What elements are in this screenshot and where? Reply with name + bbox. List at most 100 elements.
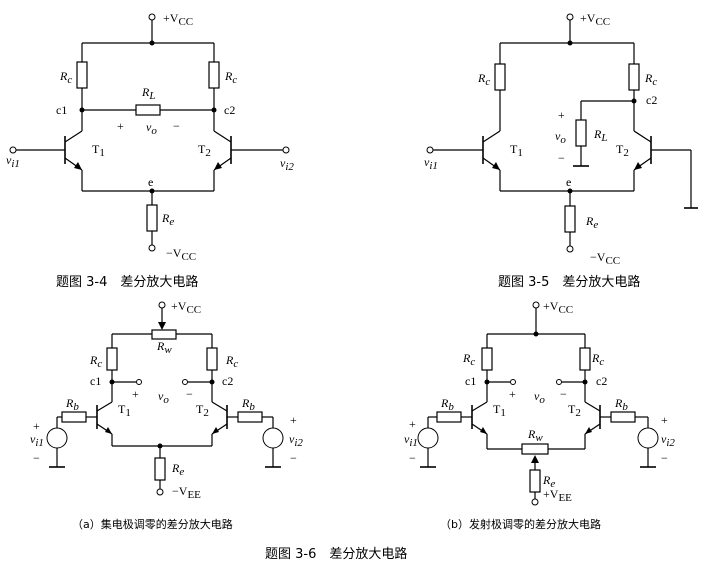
fig35-transistor-t1	[426, 130, 501, 191]
fig34-transistor-t2	[213, 130, 290, 191]
fig36b-transistor-t2	[584, 401, 601, 449]
fig36b-source-vi2	[637, 427, 659, 449]
fig35-transistor-t2	[633, 130, 698, 209]
fig34-c2-label: c2	[224, 103, 235, 117]
fig36a-source-vi2	[262, 427, 284, 449]
fig34-t1-label: T1	[92, 142, 105, 159]
fig36b-rw-label: Rw	[527, 427, 543, 444]
fig35-rc-right-label: Rc	[644, 71, 657, 88]
fig36b-vi2-minus: −	[661, 451, 668, 465]
fig36a-rb-right	[237, 411, 263, 423]
fig34-rc-left	[76, 61, 88, 89]
fig35-rl	[575, 119, 587, 147]
fig36b-vee-label: +VEE	[543, 487, 572, 504]
fig36b-re	[529, 469, 541, 493]
fig36a-vo-plus: +	[132, 387, 139, 401]
fig34-vcc-minus-label: −VCC	[166, 246, 196, 263]
fig36b-rb-right	[610, 411, 636, 423]
fig36a-t2-label: T2	[196, 402, 209, 419]
fig36b-rc-right-label: Rc	[591, 351, 604, 368]
fig35-vo-label: vo	[555, 129, 566, 146]
fig35-rc-left-label: Rc	[477, 71, 490, 88]
fig36b-t2-label: T2	[568, 402, 581, 419]
fig34-vo-label: vo	[146, 120, 157, 137]
fig36a-vi1-label: vi1	[30, 432, 44, 449]
fig36b-vi1-label: vi1	[404, 432, 418, 449]
fig36b-rc-right	[579, 347, 591, 371]
fig36b-vo-plus: +	[509, 387, 516, 401]
fig34-rl	[135, 104, 161, 116]
fig36b-t1-label: T1	[493, 402, 506, 419]
fig35-vi1-label: vi1	[424, 155, 438, 172]
fig36-caption: 题图 3-6 差分放大电路	[265, 546, 407, 562]
fig36a-transistor-t1	[96, 401, 113, 446]
fig36a-rb-right-label: Rb	[241, 396, 255, 413]
fig36b-c1-label: c1	[465, 374, 476, 388]
fig35-rl-label: RL	[593, 127, 607, 144]
fig-3-5-circuit: +VCC Rc Rc c2 RL + vo −	[424, 11, 698, 290]
fig36b-source-vi1	[417, 427, 439, 449]
fig36b-vi1-plus: +	[409, 417, 416, 431]
fig36b-vo-label: vo	[534, 389, 545, 406]
fig36a-vi1-plus: +	[33, 419, 40, 433]
fig36b-rb-right-label: Rb	[614, 396, 628, 413]
fig36a-vi2-plus: +	[290, 413, 297, 427]
fig36b-vo-minus: −	[560, 387, 567, 401]
fig35-vo-plus: +	[558, 108, 565, 122]
fig34-re-label: Re	[161, 211, 174, 228]
fig36a-re-label: Re	[171, 461, 184, 478]
fig35-re-label: Re	[585, 214, 598, 231]
fig34-vo-plus: +	[117, 119, 124, 133]
fig36b-vcc-label: +VCC	[543, 299, 573, 316]
fig34-c1-label: c1	[56, 103, 67, 117]
fig34-vo-minus: −	[173, 119, 180, 133]
fig34-vi1-label: vi1	[6, 153, 20, 170]
fig36a-rb-left-label: Rb	[65, 396, 79, 413]
fig35-vo-minus: −	[558, 151, 565, 165]
fig34-transistor-t1	[9, 130, 83, 191]
fig36b-c2-label: c2	[596, 374, 607, 388]
fig36a-vee-label: −VEE	[172, 484, 201, 501]
fig36a-vcc-label: +VCC	[171, 299, 201, 316]
fig35-rc-right	[628, 63, 640, 91]
fig34-t2-label: T2	[198, 142, 211, 159]
fig36b-rw	[521, 443, 549, 455]
fig36b-vi1-minus: −	[409, 451, 416, 465]
fig36a-rw	[151, 329, 177, 340]
fig36b-vi2-plus: +	[661, 413, 668, 427]
fig36a-caption: （a）集电极调零的差分放大电路	[72, 517, 233, 531]
fig36a-rc-right	[206, 347, 218, 371]
fig36a-vi2-label: vi2	[289, 432, 303, 449]
fig36b-caption: （b）发射极调零的差分放大电路	[440, 517, 601, 531]
fig34-e-label: e	[148, 175, 153, 189]
fig34-rc-right	[208, 61, 220, 89]
fig36a-re	[154, 457, 166, 481]
fig36a-rc-left-label: Rc	[89, 353, 102, 370]
fig36a-c2-label: c2	[222, 374, 233, 388]
fig-3-6b-circuit: +VCC Rc Rc c1 c2 + vo − T1	[404, 299, 675, 531]
fig36a-c1-label: c1	[90, 374, 101, 388]
fig36b-re-label: Re	[542, 473, 555, 490]
fig36b-rb-left-label: Rb	[440, 396, 454, 413]
fig36a-vo-minus: −	[186, 387, 193, 401]
fig35-caption: 题图 3-5 差分放大电路	[498, 274, 640, 290]
fig36a-t1-label: T1	[118, 402, 131, 419]
fig34-caption: 题图 3-4 差分放大电路	[56, 274, 198, 290]
fig35-e-label: e	[566, 175, 571, 189]
fig35-c2-label: c2	[646, 93, 657, 107]
fig36a-vo-label: vo	[158, 389, 169, 406]
fig36a-source-vi1	[46, 427, 68, 449]
fig34-rl-label: RL	[141, 85, 155, 102]
fig34-re	[146, 204, 158, 232]
fig35-re	[564, 205, 576, 233]
fig34-rc-right-label: Rc	[224, 69, 237, 86]
fig36a-vi2-minus: −	[290, 451, 297, 465]
fig36b-rc-left	[481, 347, 493, 371]
fig36b-vi2-label: vi2	[661, 432, 675, 449]
fig35-vcc-minus-label: −VCC	[590, 250, 620, 267]
fig-3-6a-circuit: +VCC Rw Rc Rc c1 c2 + vo −	[30, 299, 303, 531]
fig36a-rb-left	[61, 411, 87, 423]
fig36a-rc-right-label: Rc	[225, 353, 238, 370]
fig34-vi2-label: vi2	[280, 156, 294, 173]
